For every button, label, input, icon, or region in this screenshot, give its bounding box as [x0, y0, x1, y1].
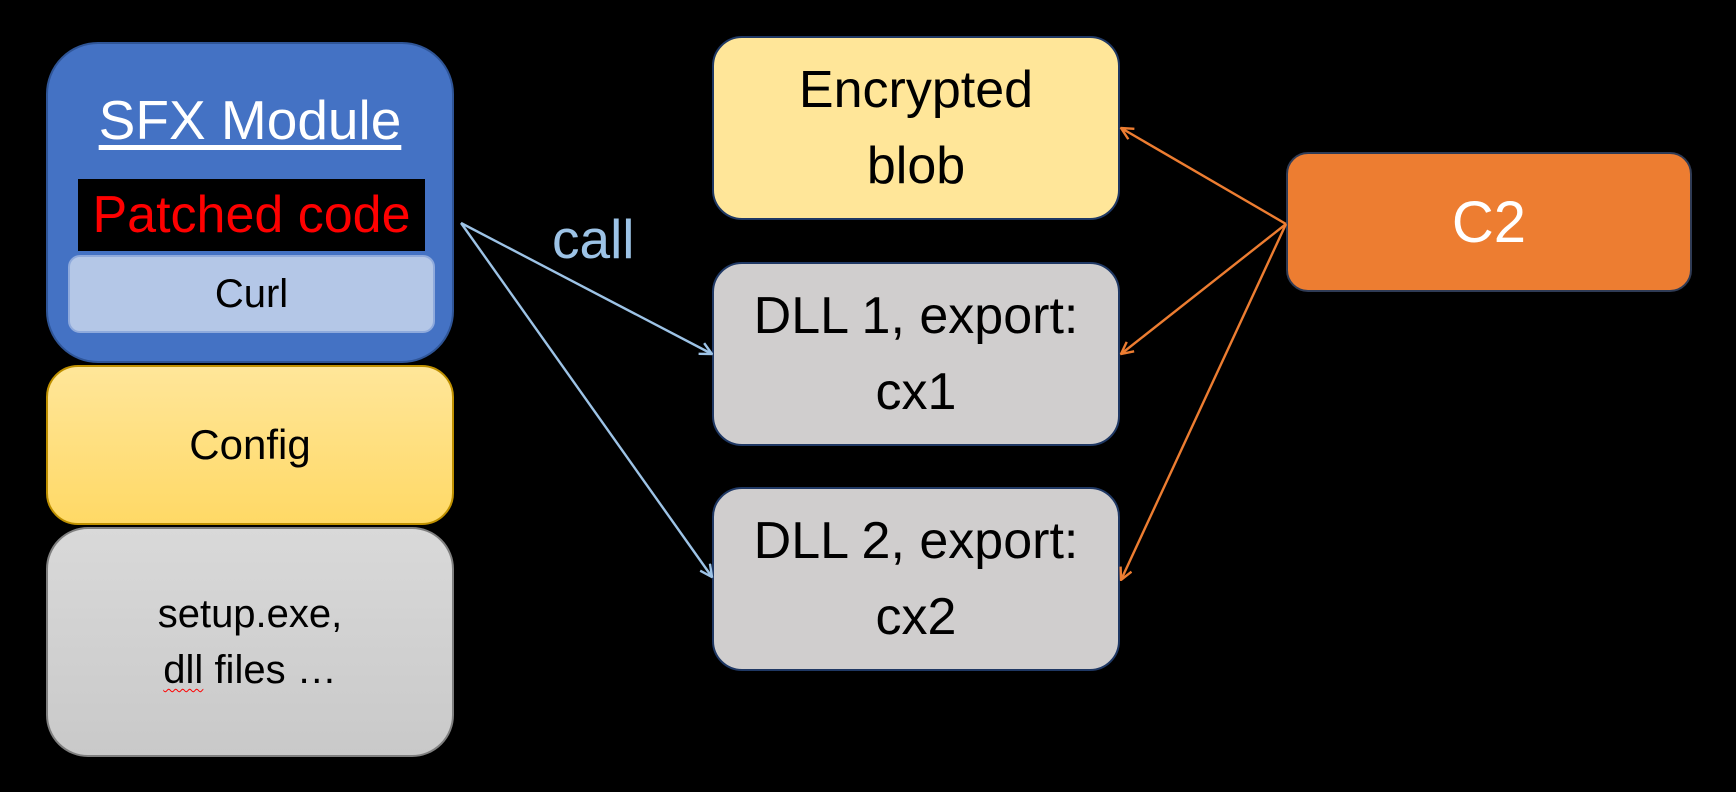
call-arrow-to-dll2 [460, 222, 712, 577]
setup-files-line1: setup.exe, [157, 592, 343, 636]
encrypted-blob-line2: blob [866, 137, 966, 195]
encrypted-blob-line1: Encrypted [798, 61, 1034, 119]
sfx-module-title: SFX Module [98, 89, 402, 151]
dll1-line2: cx1 [875, 363, 957, 421]
setup-files-line2: dll files … [163, 642, 336, 698]
call-label: call [552, 208, 635, 270]
c2-arrow-to-dll2 [1121, 223, 1288, 580]
dll1-line1: DLL 1, export: [753, 287, 1079, 345]
setup-files-line2-rest: files … [203, 648, 337, 692]
c2-arrow-to-dll1 [1121, 223, 1287, 354]
config-box: Config [46, 365, 454, 525]
dll2-line1: DLL 2, export: [753, 512, 1079, 570]
dll2-line2: cx2 [875, 588, 957, 646]
c2-box: C2 [1286, 152, 1692, 292]
sfx-module-box: SFX Module Patched code Curl [46, 42, 454, 363]
dll1-box: DLL 1, export: cx1 [712, 262, 1120, 446]
c2-arrow-to-blob [1121, 128, 1287, 226]
call-arrow-to-dll1 [460, 221, 712, 354]
setup-files-box: setup.exe, dll files … [46, 527, 454, 757]
dll-word: dll [163, 648, 204, 692]
curl-box: Curl [68, 255, 435, 333]
patched-code-label: Patched code [78, 179, 425, 251]
dll2-box: DLL 2, export: cx2 [712, 487, 1120, 671]
